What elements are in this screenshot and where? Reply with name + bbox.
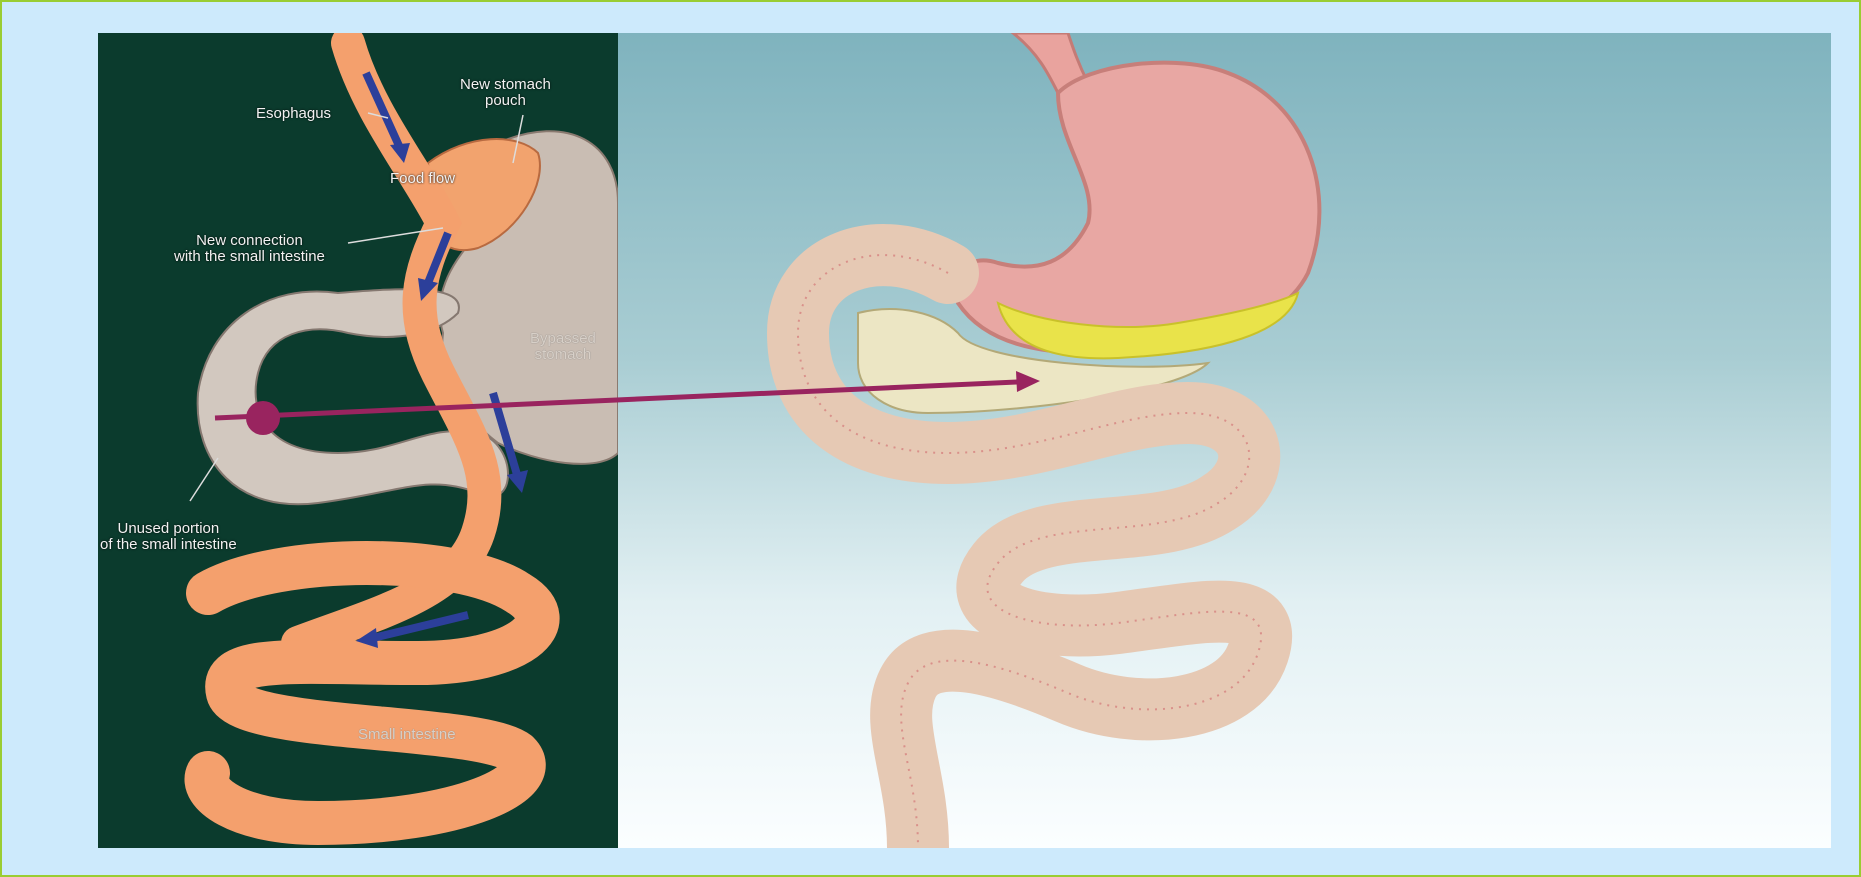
unused-portion-label: Unused portion of the small intestine	[100, 521, 237, 553]
food-flow-arrowhead-3	[507, 470, 528, 493]
bypass-diagram-panel: Esophagus New stomach pouch Food flow Ne…	[98, 33, 618, 848]
bypassed-stomach-label: Bypassed stomach	[530, 331, 596, 363]
esophagus-label: Esophagus	[256, 106, 331, 122]
stomach-anatomy-panel	[618, 33, 1831, 848]
small-intestine-label: Small intestine	[358, 727, 456, 743]
new-connection-label: New connection with the small intestine	[174, 233, 325, 265]
food-flow-label: Food flow	[390, 171, 455, 187]
unused-pointer	[190, 458, 218, 501]
stomach-anatomy-illustration	[618, 33, 1831, 848]
new-stomach-pouch-label: New stomach pouch	[460, 77, 551, 109]
